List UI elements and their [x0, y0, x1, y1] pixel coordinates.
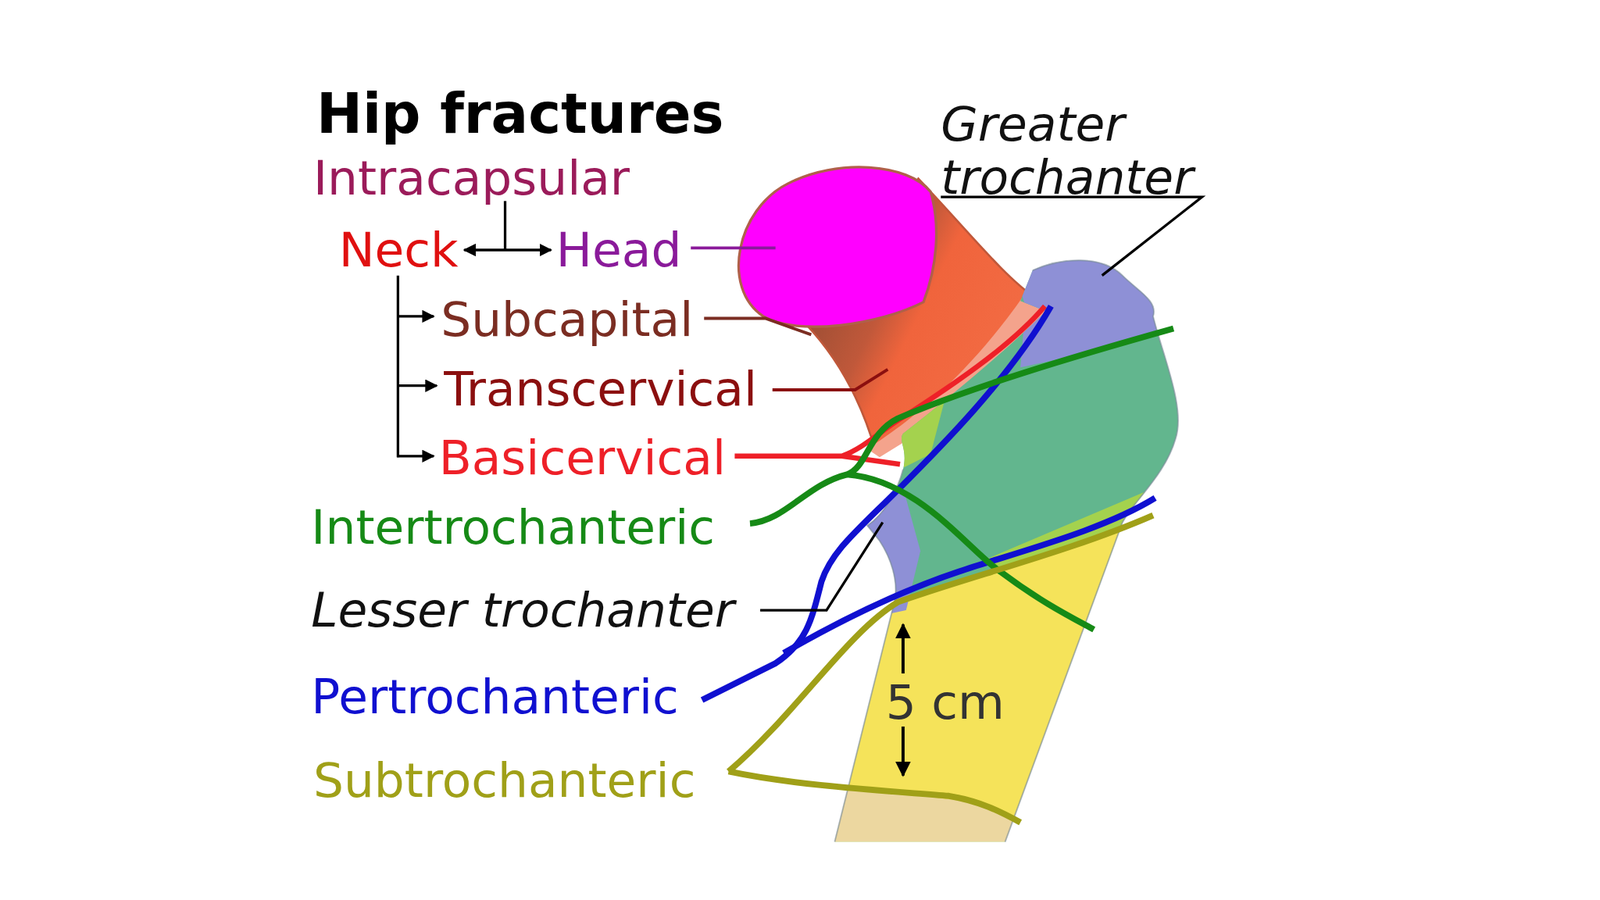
diagram-title: Hip fractures: [316, 83, 725, 145]
leader-line: [940, 196, 1202, 276]
fracture-label: Head: [556, 222, 683, 279]
tree-bracket: [503, 200, 507, 250]
pertrochanteric-line: [783, 497, 1155, 654]
fracture-label: Basicervical: [439, 430, 726, 486]
fracture-label: Intertrochanteric: [310, 500, 715, 556]
dimension-label: 5 cm: [885, 674, 1005, 730]
tree-arrow: [396, 314, 434, 318]
leader-line: [703, 318, 811, 336]
leader-line: [690, 246, 775, 250]
leader-line: [772, 369, 889, 390]
tree-arrow: [396, 384, 437, 387]
fracture-label: Subtrochanteric: [313, 753, 696, 809]
category-label: Intracapsular: [313, 150, 630, 207]
category-label: Neck: [339, 222, 459, 279]
part-label: Greater trochanter: [940, 97, 1217, 204]
leader-line: [760, 522, 883, 611]
tree-bracket: [396, 275, 400, 458]
dimension-arrow: [901, 624, 905, 674]
shaft-zone: [775, 783, 1032, 900]
fracture-label: Transcervical: [443, 360, 758, 417]
subtrochanteric-line: [728, 515, 1154, 772]
tree-arrow: [464, 248, 551, 251]
dimension-arrow: [901, 726, 905, 776]
intertrochanteric-line: [750, 328, 1174, 524]
femur-outline: [834, 260, 1179, 842]
basicervical-line: [842, 456, 900, 465]
part-label: Lesser trochanter: [310, 582, 735, 639]
subtrochanteric-line: [728, 771, 1022, 822]
fracture-label: Subcapital: [440, 292, 693, 348]
tree-arrow: [396, 454, 434, 458]
fracture-label: Pertrochanteric: [310, 669, 679, 725]
